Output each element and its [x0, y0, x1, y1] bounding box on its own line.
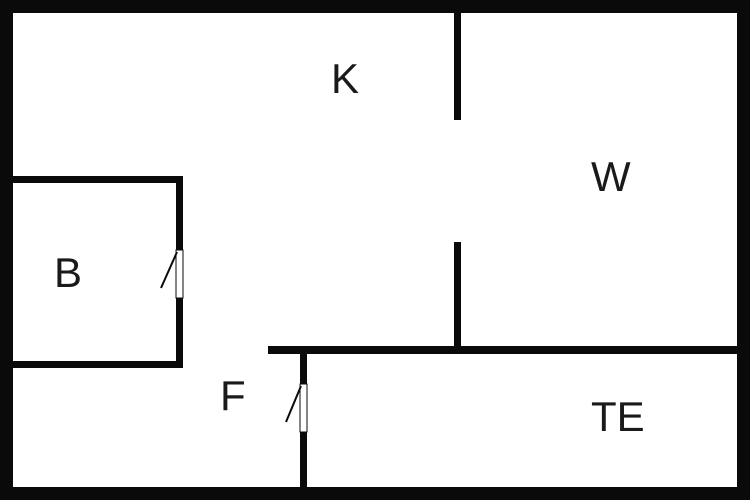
outer-wall-right	[737, 0, 750, 500]
bath-door-opening	[175, 249, 184, 299]
outer-wall-left	[0, 0, 13, 500]
bath-wall-top	[10, 176, 183, 183]
bath-wall-bottom	[10, 361, 183, 368]
bath-wall-right-lower	[176, 298, 183, 368]
door-swing-icon	[160, 251, 178, 289]
hall-door-opening	[299, 383, 308, 433]
terrace-wall-left-lower	[300, 432, 307, 492]
outer-wall-bottom	[0, 487, 750, 500]
bath-wall-right-upper	[176, 176, 183, 250]
room-label-living: W	[591, 153, 631, 200]
terrace-wall-top	[268, 346, 743, 354]
room-label-hall: F	[220, 372, 246, 419]
door-swing-icon	[285, 385, 302, 423]
hall-door[interactable]	[285, 383, 308, 433]
kitchen-living-wall-upper	[454, 10, 461, 120]
room-label-kitchen: K	[331, 55, 359, 102]
outer-wall-top	[0, 0, 750, 13]
bath-door[interactable]	[160, 249, 184, 299]
room-label-bath: B	[54, 249, 82, 296]
terrace-wall-left-upper	[300, 346, 307, 384]
room-label-terrace: TE	[591, 393, 645, 440]
kitchen-living-wall-lower	[454, 242, 461, 353]
